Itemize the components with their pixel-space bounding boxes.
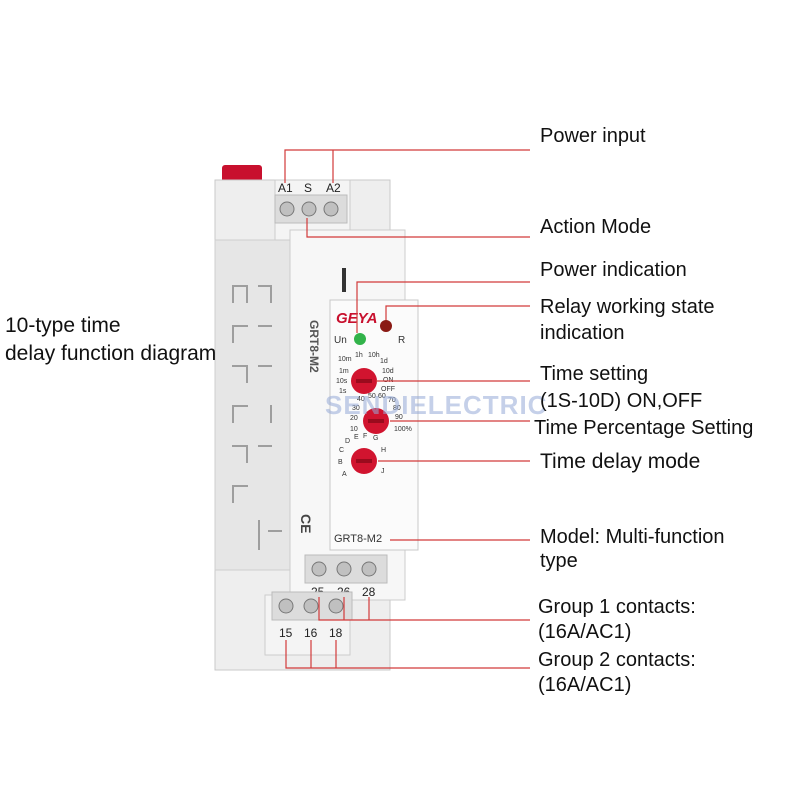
front-model-label: GRT8-M2 — [334, 533, 382, 545]
svg-text:100%: 100% — [394, 426, 412, 433]
side-function-diagram — [232, 285, 282, 550]
label-group2-line2: (16A/AC1) — [538, 674, 632, 696]
terminal-a1: A1 — [278, 181, 293, 195]
svg-text:A: A — [342, 471, 347, 478]
leader-action-mode — [306, 218, 530, 238]
top-terminals: A1 S A2 — [274, 181, 348, 224]
svg-text:10m: 10m — [338, 356, 352, 363]
label-time-setting-line2: (1S-10D) ON,OFF — [540, 390, 703, 412]
terminal-18: 18 — [329, 626, 343, 640]
svg-text:30: 30 — [352, 405, 360, 412]
svg-text:70: 70 — [388, 397, 396, 404]
terminal-s: S — [304, 181, 312, 195]
side-ce-mark: CE — [298, 514, 314, 533]
label-model-line2: type — [540, 550, 578, 572]
label-model-line1: Model: Multi-function — [540, 526, 725, 548]
svg-text:20: 20 — [350, 415, 358, 422]
svg-text:1s: 1s — [339, 388, 347, 395]
svg-text:F: F — [363, 433, 367, 440]
svg-text:80: 80 — [393, 405, 401, 412]
label-diagram-line2: delay function diagram — [5, 342, 217, 365]
led-un-label: Un — [334, 335, 347, 346]
bottom-terminals: 15 16 18 — [271, 591, 353, 640]
label-group2-line1: Group 2 contacts: — [538, 649, 696, 671]
svg-text:50: 50 — [368, 393, 376, 400]
svg-text:1h: 1h — [355, 352, 363, 359]
svg-text:1m: 1m — [339, 368, 349, 375]
svg-text:10: 10 — [350, 426, 358, 433]
delay-mode-dial: D E F G H J C B A — [338, 433, 386, 478]
leader-relay-state — [385, 305, 530, 320]
label-group1-line2: (16A/AC1) — [538, 621, 632, 643]
label-power-input: Power input — [540, 125, 646, 147]
svg-text:G: G — [373, 435, 378, 442]
time-percentage-dial: 40 50 60 70 80 90 100% 30 20 10 — [350, 393, 412, 434]
svg-text:C: C — [339, 447, 344, 454]
side-model-text: GRT8-M2 — [307, 320, 321, 373]
label-time-setting-line1: Time setting — [540, 363, 649, 385]
time-range-dial: 10m 1h 10h 1d 10d ON OFF 1m 10s 1s — [336, 352, 395, 395]
svg-text:10s: 10s — [336, 378, 348, 385]
svg-text:J: J — [381, 468, 385, 475]
svg-text:10d: 10d — [382, 368, 394, 375]
svg-text:OFF: OFF — [381, 386, 395, 393]
leader-group2 — [285, 640, 530, 669]
led-r — [380, 320, 392, 332]
svg-text:60: 60 — [378, 393, 386, 400]
label-action-mode: Action Mode — [540, 216, 652, 238]
label-power-indication: Power indication — [540, 259, 687, 281]
svg-text:D: D — [345, 438, 350, 445]
label-time-percentage: Time Percentage Setting — [534, 417, 754, 439]
terminal-a2: A2 — [326, 181, 341, 195]
leader-power-input — [284, 149, 530, 183]
svg-text:40: 40 — [357, 396, 365, 403]
svg-text:1d: 1d — [380, 358, 388, 365]
face-slot — [342, 268, 346, 292]
housing-side — [214, 239, 291, 571]
leader-group1 — [318, 597, 530, 621]
svg-text:H: H — [381, 447, 386, 454]
watermark-text: SENDIELECTRIC — [325, 390, 548, 420]
terminal-15: 15 — [279, 626, 293, 640]
label-relay-state-line2: indication — [540, 322, 625, 344]
led-r-label: R — [398, 335, 405, 346]
leader-power-indication — [356, 281, 530, 333]
svg-text:B: B — [338, 459, 343, 466]
led-un — [354, 333, 366, 345]
terminal-28: 28 — [362, 585, 376, 599]
leader-lines — [284, 149, 530, 669]
label-group1-line1: Group 1 contacts: — [538, 596, 696, 618]
svg-text:CE: CE — [298, 514, 314, 533]
svg-text:90: 90 — [395, 414, 403, 421]
svg-text:10h: 10h — [368, 352, 380, 359]
label-time-delay-mode: Time delay mode — [540, 450, 701, 473]
label-relay-state-line1: Relay working state — [540, 296, 715, 318]
terminal-16: 16 — [304, 626, 318, 640]
svg-text:E: E — [354, 434, 359, 441]
label-diagram-line1: 10-type time — [5, 314, 121, 337]
